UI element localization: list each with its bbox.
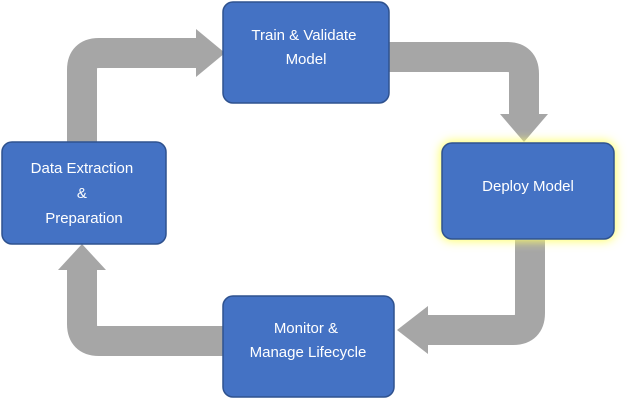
arrow-deploy-to-monitor <box>397 240 545 354</box>
arrow-data-to-train <box>67 29 225 142</box>
arrow-monitor-to-data <box>58 244 223 356</box>
arrow-train-to-deploy <box>389 42 548 142</box>
node-deploy-label: Deploy Model <box>482 178 574 195</box>
node-deploy-model: Deploy Model <box>440 141 616 241</box>
node-train-validate-model: Train & Validate Model <box>222 1 390 104</box>
node-monitor-label: Monitor & Manage Lifecycle <box>250 320 367 361</box>
node-monitor-manage-lifecycle: Monitor & Manage Lifecycle <box>222 295 395 398</box>
node-train-label: Train & Validate Model <box>251 27 360 68</box>
node-data-extraction-preparation: Data Extraction & Preparation <box>1 141 167 245</box>
node-data-label: Data Extraction & Preparation <box>31 160 138 227</box>
